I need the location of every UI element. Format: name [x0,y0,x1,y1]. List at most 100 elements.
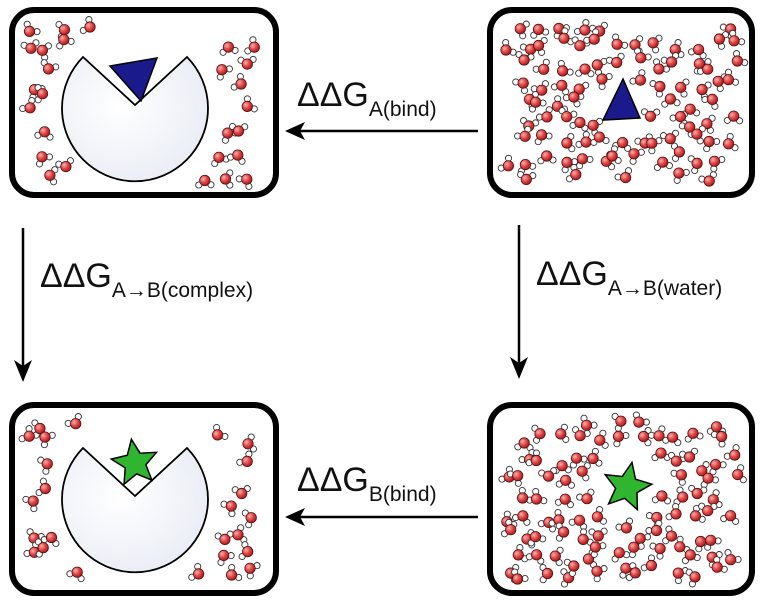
water-molecule [724,549,742,566]
water-molecule [34,84,49,104]
water-molecule [79,16,96,35]
water-molecule [687,155,703,175]
water-molecule [647,34,663,54]
water-molecule [23,20,41,38]
water-molecule [685,568,701,588]
water-molecule [555,522,570,542]
water-molecule [576,488,595,505]
water-molecule [231,485,251,500]
water-molecule [195,174,215,189]
water-molecule [637,426,652,447]
water-molecule [701,93,719,110]
water-molecule [569,116,589,132]
water-molecule [228,122,249,137]
water-molecule [628,541,645,559]
water-molecule [710,430,728,448]
arrow-bottom [285,508,478,526]
water-molecule [35,151,54,168]
water-molecule [628,148,645,165]
water-molecule [34,538,49,558]
water-molecule [244,36,260,55]
water-molecule [216,64,233,81]
water-molecule [588,527,608,542]
water-molecule [723,110,744,125]
water-molecule [587,447,603,467]
label-ddg-b-bind: ΔΔGB(bind) [297,461,437,506]
water-molecule [554,493,574,509]
water-molecule [55,157,74,173]
water-molecule [722,132,739,152]
water-molecule [500,38,517,56]
water-molecule [230,72,247,91]
water-molecule [651,490,672,505]
water-molecule [40,59,60,75]
water-molecule [548,508,565,527]
water-molecule [625,562,641,582]
water-molecule [646,137,663,155]
water-molecule [723,444,741,461]
water-molecule [532,58,550,75]
water-molecule [675,78,690,98]
water-molecule [576,462,591,482]
water-molecule [56,33,75,50]
label-ddg-a-bind: ΔΔGA(bind) [297,76,437,121]
water-molecule [212,423,229,441]
water-molecule [672,567,689,585]
water-molecule [19,96,36,114]
water-molecule [539,563,554,584]
water-molecule [555,423,570,443]
water-molecule [670,142,686,162]
water-molecule [674,535,691,554]
water-molecule [591,565,608,583]
water-molecule [549,546,564,567]
water-molecule [606,145,622,165]
water-molecule [709,458,727,476]
water-molecule [219,41,239,56]
water-molecule [227,149,246,165]
water-molecule [649,80,666,98]
water-molecules [19,16,260,190]
water-molecule [634,47,652,64]
water-molecule [711,556,728,573]
water-molecule [590,131,610,146]
water-molecule [673,167,690,184]
water-molecule [662,431,682,447]
water-molecule [241,509,257,529]
water-molecule [35,477,51,497]
water-molecule [242,433,257,453]
water-molecule [534,129,553,146]
water-molecule [237,55,257,70]
water-molecule [629,69,647,86]
water-molecule [684,427,704,443]
label-ddg-water: ΔΔGA→B(water) [536,255,722,300]
water-molecule [562,91,581,108]
water-molecule [605,52,625,69]
water-molecule [527,531,547,547]
water-molecule [530,80,549,96]
water-molecule [640,108,661,122]
water-molecule [241,95,258,113]
water-molecule [704,534,722,551]
water-molecule [512,510,531,526]
water-molecule [696,58,714,75]
water-molecule [550,79,570,96]
water-molecule [18,425,35,443]
water-molecule [512,543,529,563]
water-molecule [535,106,553,123]
water-molecule [530,487,548,505]
water-molecule [34,126,54,141]
water-molecule [556,59,574,77]
water-molecule [236,450,253,467]
water-molecules [498,411,747,588]
water-molecule [575,63,595,78]
water-molecule [594,429,609,449]
water-molecule [688,484,708,500]
water-molecule [614,167,633,184]
water-molecule [662,525,678,545]
water-molecule [31,419,46,439]
water-molecule [569,452,588,469]
ligand-star-bound [109,437,159,486]
water-molecule [568,514,588,531]
water-molecule [698,502,718,517]
water-molecule [235,173,253,190]
